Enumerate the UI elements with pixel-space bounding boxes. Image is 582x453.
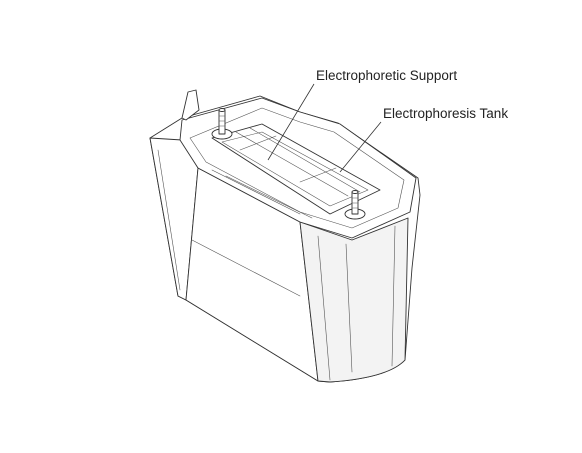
right-electrode xyxy=(344,190,366,220)
left-electrode xyxy=(211,108,233,140)
support-leader-line xyxy=(267,83,315,161)
support-label: Electrophoretic Support xyxy=(316,68,457,83)
left-tab xyxy=(181,89,200,121)
tank-label: Electrophoresis Tank xyxy=(383,106,508,121)
tank-leader-line xyxy=(339,121,382,173)
electrophoretic-support xyxy=(211,123,381,219)
